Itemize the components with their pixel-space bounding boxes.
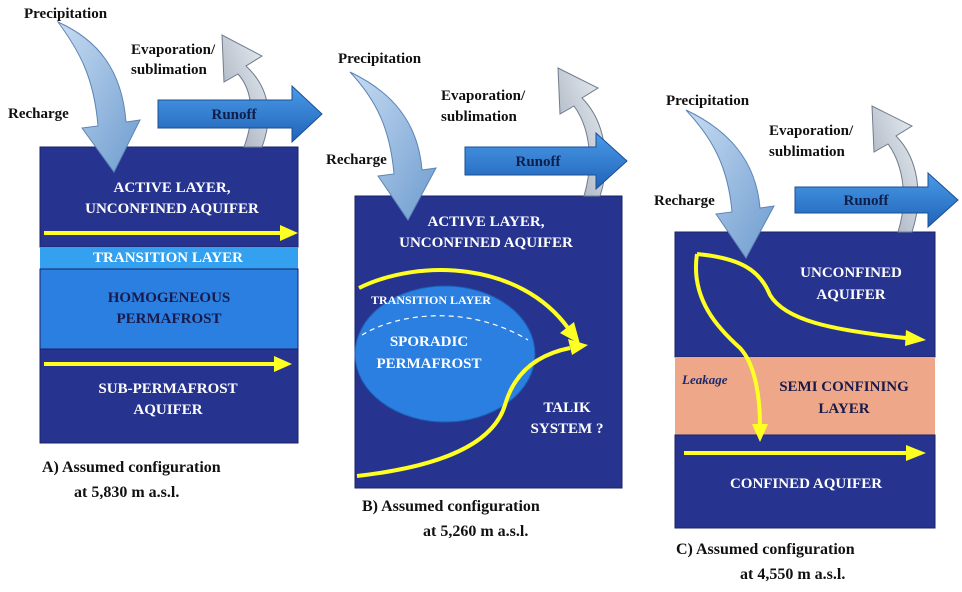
panel-b-talik-label-1: TALIK: [543, 400, 591, 416]
panel-b-transition-label: TRANSITION LAYER: [371, 293, 491, 307]
panel-a-permafrost-label-2: PERMAFROST: [117, 311, 222, 327]
panel-c-semi-confining-layer: [675, 357, 935, 435]
panel-c-unconfined-label-2: AQUIFER: [816, 287, 885, 303]
panel-a-flow-arrowhead-upper: [280, 225, 298, 241]
panel-a-recharge-label: Recharge: [8, 106, 69, 122]
panel-b-talik-label-2: SYSTEM ?: [531, 421, 604, 437]
panel-b-evaporation-label-2: sublimation: [441, 109, 518, 125]
panel-a-active-layer-label-2: UNCONFINED AQUIFER: [85, 201, 259, 217]
panel-a-flow-arrowhead-lower: [274, 356, 292, 372]
panel-b-evaporation-label-1: Evaporation/: [441, 88, 526, 104]
panel-b-active-layer-label-1: ACTIVE LAYER,: [428, 214, 545, 230]
panel-a-runoff-label: Runoff: [211, 107, 257, 123]
panel-c-unconfined-label-1: UNCONFINED: [800, 265, 902, 281]
panel-b: Precipitation Evaporation/ sublimation R…: [326, 51, 628, 540]
panel-c-semi-confining-label-2: LAYER: [818, 401, 869, 417]
panel-b-runoff-label: Runoff: [515, 154, 561, 170]
panel-c-semi-confining-label-1: SEMI CONFINING: [779, 379, 909, 395]
panel-b-active-layer-label-2: UNCONFINED AQUIFER: [399, 235, 573, 251]
panel-b-caption-1: B) Assumed configuration: [362, 498, 540, 515]
panel-c-confined-label: CONFINED AQUIFER: [730, 476, 882, 492]
panel-b-sporadic-label-1: SPORADIC: [390, 334, 468, 350]
panel-a-caption-2: at 5,830 m a.s.l.: [74, 484, 179, 501]
panel-b-flow-arrowhead-lower: [568, 339, 588, 355]
panel-a-caption-1: A) Assumed configuration: [42, 459, 221, 476]
panel-a-active-layer-label-1: ACTIVE LAYER,: [114, 180, 231, 196]
panel-b-flow-arrow-lower: [356, 346, 571, 478]
panel-c-flow-arrow-unconfined: [696, 252, 907, 340]
panel-c-runoff-label: Runoff: [843, 193, 889, 209]
panel-b-precipitation-label: Precipitation: [338, 51, 422, 67]
panel-c-evaporation-label-1: Evaporation/: [769, 123, 854, 139]
panel-c-leakage-arrow: [693, 253, 762, 426]
panel-b-flow-arrowhead-upper: [560, 322, 580, 344]
panel-a: Precipitation Evaporation/ sublimation R…: [8, 6, 323, 501]
panel-a-permafrost-label-1: HOMOGENEOUS: [108, 290, 231, 306]
panel-a-runoff-arrow: [157, 84, 323, 144]
panel-c-flow-arrowhead-confined: [906, 445, 926, 461]
panel-c-caption-1: C) Assumed configuration: [676, 541, 855, 558]
panel-b-recharge-arrow: [349, 71, 437, 221]
panel-c: Precipitation Evaporation/ sublimation R…: [654, 93, 959, 583]
panel-b-runoff-arrow: [464, 131, 628, 191]
panel-a-recharge-arrow: [56, 20, 141, 173]
panel-c-leakage-arrowhead: [752, 424, 768, 442]
panel-b-sporadic-permafrost-body: [354, 285, 536, 423]
panel-a-active-layer: [39, 146, 299, 248]
panel-c-evaporation-label-2: sublimation: [769, 144, 846, 160]
panel-a-precipitation-label: Precipitation: [24, 6, 108, 22]
panel-a-sub-permafrost-label-2: AQUIFER: [133, 402, 202, 418]
panel-a-evaporation-label-1: Evaporation/: [131, 42, 216, 58]
panel-b-caption-2: at 5,260 m a.s.l.: [423, 523, 528, 540]
panel-c-confined-aquifer: [674, 434, 936, 529]
panel-a-evaporation-label-2: sublimation: [131, 62, 208, 78]
panel-b-sporadic-label-2: PERMAFROST: [377, 356, 482, 372]
panel-c-flow-arrowhead-unconfined: [905, 330, 926, 346]
panel-c-precipitation-label: Precipitation: [666, 93, 750, 109]
panel-b-recharge-label: Recharge: [326, 152, 387, 168]
panel-c-leakage-label: Leakage: [681, 372, 728, 387]
panel-a-sub-permafrost-label-1: SUB-PERMAFROST: [98, 381, 237, 397]
panel-c-recharge-arrow: [685, 109, 775, 259]
panel-a-transition-layer: [40, 247, 298, 269]
panel-c-recharge-label: Recharge: [654, 193, 715, 209]
panel-a-permafrost: [39, 268, 299, 350]
panel-c-caption-2: at 4,550 m a.s.l.: [740, 566, 845, 583]
panel-c-runoff-arrow: [794, 171, 959, 229]
panel-a-evaporation-arrow: [221, 34, 269, 148]
panel-a-transition-label: TRANSITION LAYER: [93, 250, 243, 266]
panel-b-flow-arrow-upper: [358, 268, 570, 330]
